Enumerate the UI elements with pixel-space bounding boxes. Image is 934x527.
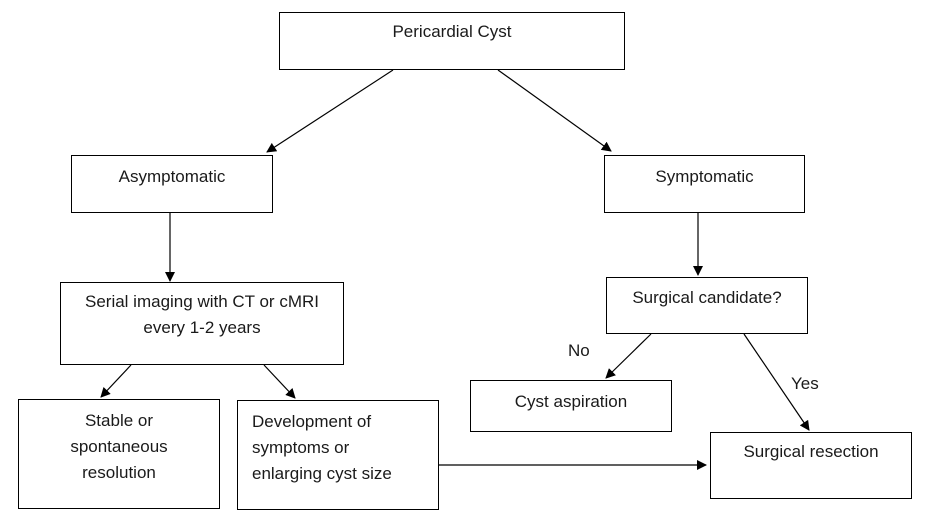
node-serial-imaging: Serial imaging with CT or cMRI every 1-2…	[60, 282, 344, 365]
node-pericardial-cyst-label: Pericardial Cyst	[392, 22, 512, 41]
edge-label-no: No	[568, 341, 590, 360]
node-asymptomatic: Asymptomatic	[71, 155, 273, 213]
arrow-cyst-to-symptomatic	[497, 69, 612, 152]
node-stable-line-2: spontaneous	[70, 437, 168, 456]
node-development-line-2: symptoms or	[252, 438, 350, 457]
node-surgical-resection-label: Surgical resection	[743, 442, 879, 461]
node-surgical-candidate: Surgical candidate?	[606, 277, 808, 334]
node-pericardial-cyst: Pericardial Cyst	[279, 12, 625, 70]
edge-label-yes: Yes	[791, 374, 819, 393]
node-surgical-candidate-label: Surgical candidate?	[632, 288, 782, 307]
node-cyst-aspiration-label: Cyst aspiration	[514, 392, 628, 411]
node-asymptomatic-label: Asymptomatic	[118, 167, 226, 186]
node-cyst-aspiration: Cyst aspiration	[470, 380, 672, 432]
arrow-cyst-to-asymptomatic	[266, 69, 394, 153]
node-symptomatic: Symptomatic	[604, 155, 805, 213]
node-development-line-3: enlarging cyst size	[252, 464, 392, 483]
node-development-line-1: Development of	[252, 412, 372, 431]
arrow-serial-to-stable	[100, 364, 132, 398]
node-stable: Stable or spontaneous resolution	[18, 399, 220, 509]
node-symptomatic-label: Symptomatic	[655, 167, 754, 186]
arrow-candidate-to-aspiration	[605, 333, 652, 379]
node-development: Development of symptoms or enlarging cys…	[237, 400, 439, 510]
node-serial-imaging-line-2: every 1-2 years	[143, 318, 261, 337]
arrow-serial-to-development	[263, 364, 296, 399]
arrow-candidate-to-resection	[743, 333, 810, 431]
node-stable-line-3: resolution	[82, 463, 156, 482]
node-stable-line-1: Stable or	[84, 411, 154, 430]
node-serial-imaging-line-1: Serial imaging with CT or cMRI	[85, 292, 319, 311]
node-surgical-resection: Surgical resection	[710, 432, 912, 499]
